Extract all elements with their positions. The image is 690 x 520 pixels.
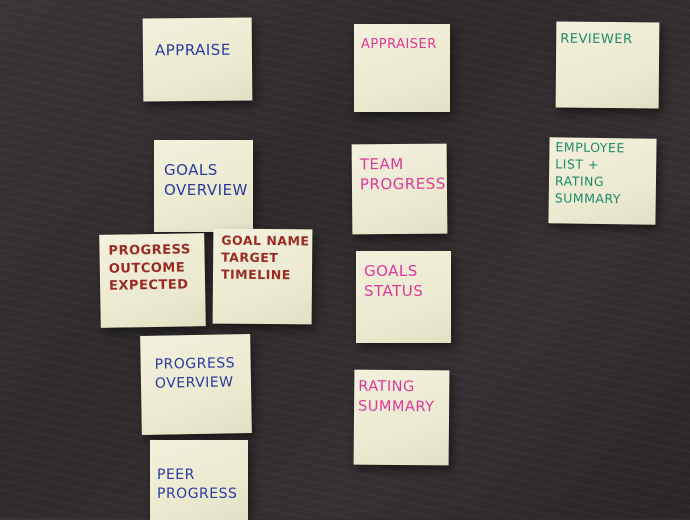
note-text: Progress	[157, 485, 238, 502]
note-text: List +	[555, 156, 600, 172]
sticky-note-goals-overview: Goals Overview	[154, 140, 253, 232]
note-text: Outcome	[108, 259, 186, 277]
note-text: Progress	[154, 355, 236, 373]
sticky-note-appraise: Appraise	[142, 17, 253, 102]
sticky-note-employee-list: Employee List + Rating Summary	[548, 137, 657, 225]
note-text: Goals	[164, 161, 218, 179]
note-text: Goals	[364, 262, 418, 280]
note-text: Peer	[157, 467, 195, 483]
note-text: Summary	[358, 398, 435, 415]
note-text: Timeline	[220, 266, 291, 282]
sticky-note-appraiser: Appraiser	[354, 24, 450, 112]
note-text: Team	[359, 154, 404, 174]
sticky-note-team-progress: Team Progress	[351, 143, 448, 235]
note-text: Status	[364, 282, 424, 301]
sticky-note-peer-progress: Peer Progress	[150, 440, 248, 520]
note-text: Employee	[555, 139, 625, 156]
note-text: Target	[221, 249, 279, 266]
note-text: Rating	[358, 378, 415, 396]
note-text: Summary	[554, 189, 622, 206]
note-text: Goal Name	[221, 232, 310, 249]
sticky-note-goal-name: Goal Name Target Timeline	[212, 228, 313, 325]
sticky-note-goals-status: Goals Status	[356, 251, 451, 343]
sticky-note-reviewer: Reviewer	[555, 21, 660, 109]
note-text: Progress	[108, 242, 191, 259]
sticky-note-progress-outcome: Progress Outcome Expected	[99, 233, 206, 328]
sticky-note-progress-overview: Progress Overview	[140, 334, 252, 435]
note-text: Rating	[554, 173, 605, 189]
note-text: Appraiser	[361, 37, 437, 52]
note-text: Expected	[108, 277, 189, 294]
note-text: Progress	[359, 174, 446, 194]
note-text: Overview	[154, 374, 234, 392]
sticky-note-rating-summary: Rating Summary	[353, 369, 450, 466]
note-text: Reviewer	[560, 31, 633, 48]
note-text: Appraise	[154, 40, 231, 60]
note-text: Overview	[164, 181, 248, 200]
